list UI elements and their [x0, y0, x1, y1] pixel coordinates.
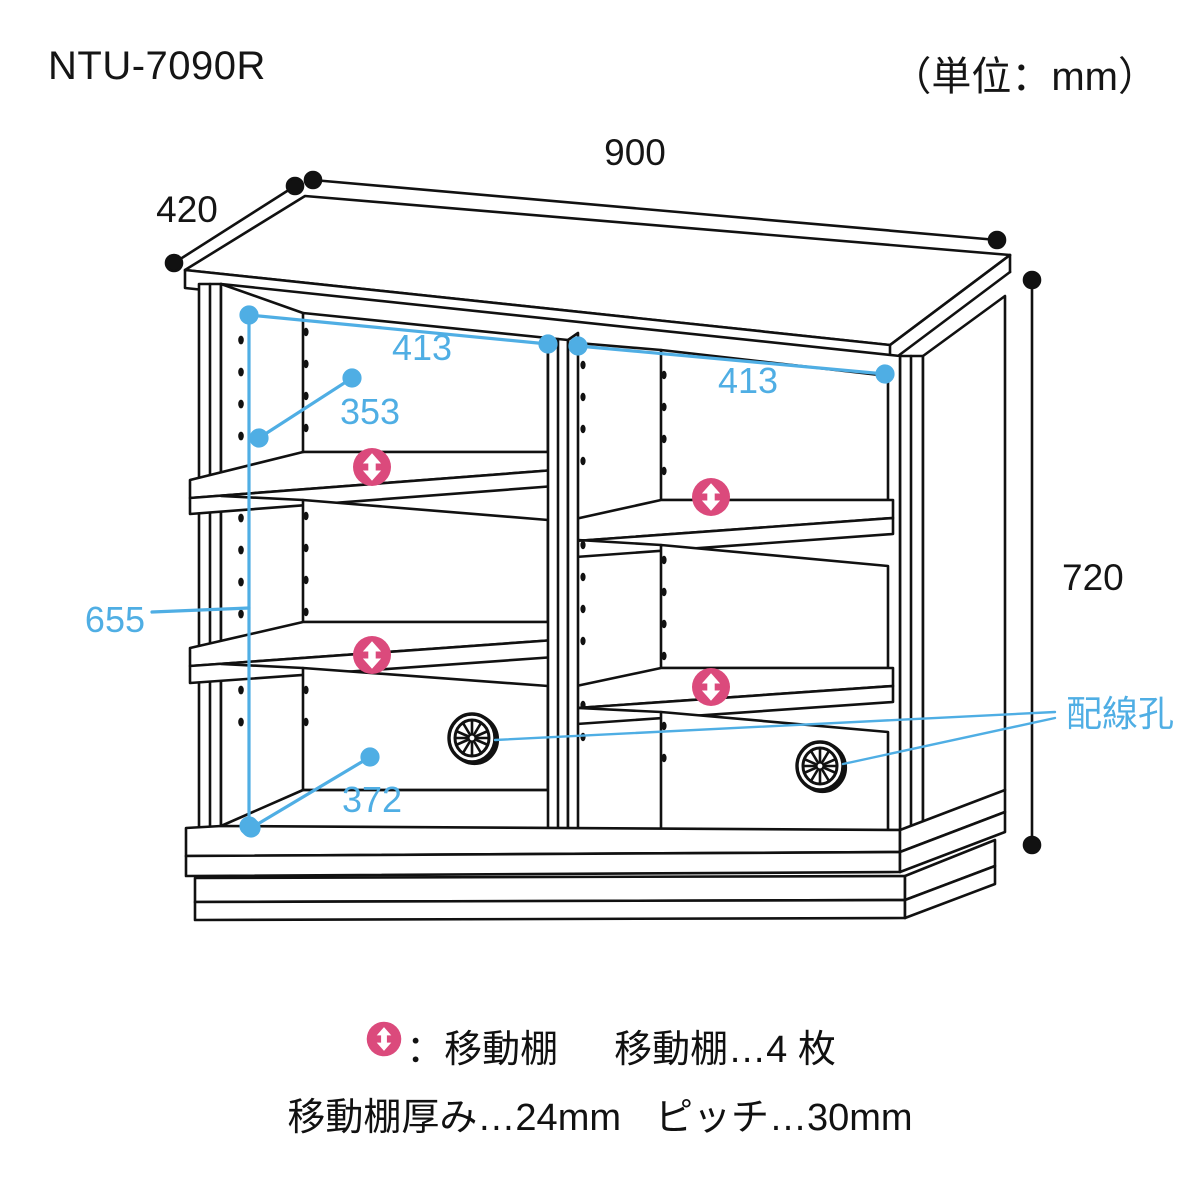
unit-note: （単位：mm）	[891, 55, 1158, 99]
dimension-353: 353	[340, 391, 400, 432]
legend-shelf-thickness: 移動棚厚み…24mm	[287, 1097, 621, 1139]
cabinet-isometric-drawing: 900 420 720	[85, 132, 1174, 922]
shelf-marker-2	[691, 477, 731, 517]
inner-dimension-labels: 413 413 353 655 372 配線孔	[85, 327, 1174, 820]
overall-dimensions	[164, 170, 1042, 855]
wiring-hole-left	[447, 712, 500, 766]
legend-shelf-symbol-text: 移動棚	[444, 1029, 559, 1071]
inner-dimensions	[150, 305, 1057, 838]
shelf-pin-holes	[238, 327, 667, 763]
page-title: NTU-7090R	[48, 44, 266, 88]
dimension-413-left: 413	[392, 327, 452, 368]
shelf-marker-4	[691, 667, 731, 707]
dimension-720: 720	[1062, 557, 1124, 598]
legend-shelf-count: 移動棚…4 枚	[614, 1029, 836, 1071]
wiring-hole-label: 配線孔	[1066, 693, 1174, 734]
shelf-marker-icon	[364, 1019, 404, 1069]
cabinet-body	[183, 194, 1012, 922]
dimension-420: 420	[156, 189, 218, 230]
overall-dimension-labels: 900 420 720	[156, 132, 1124, 598]
shelf-marker-3	[352, 635, 392, 675]
left-side-panel	[197, 282, 223, 832]
dimension-900: 900	[604, 132, 666, 173]
legend-row-shelf-specs: 移動棚厚み…24mm ピッチ…30mm	[0, 1086, 1200, 1141]
center-divider	[546, 331, 580, 847]
dimension-413-right: 413	[718, 360, 778, 401]
right-side-panel	[898, 294, 1007, 837]
legend-row-shelf-symbol: ：移動棚 移動棚…4 枚	[0, 1018, 1200, 1073]
shelf-marker-1	[352, 447, 392, 487]
legend-shelf-pitch: ピッチ…30mm	[655, 1097, 913, 1139]
legend-colon: ：	[406, 1029, 445, 1071]
wiring-hole-right	[795, 740, 848, 794]
base-plinth	[184, 788, 1007, 922]
dimension-372: 372	[342, 779, 402, 820]
dimension-655: 655	[85, 599, 145, 640]
